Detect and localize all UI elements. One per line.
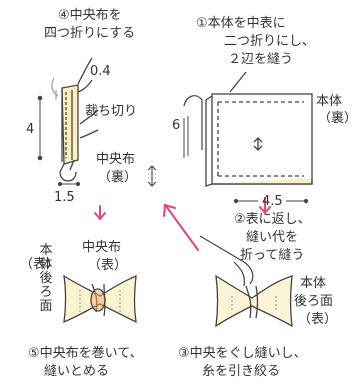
step2-line3: 折って縫う bbox=[240, 248, 305, 263]
ura-vertical-label: （裏） bbox=[318, 111, 354, 126]
omote-left-label: （表） bbox=[20, 257, 60, 272]
dimension-4 bbox=[37, 95, 43, 161]
ushiro-right-label: 後ろ面 bbox=[294, 294, 334, 309]
step3-line1: ③中央をぐし縫いし、 bbox=[178, 346, 307, 361]
bow-left-illustration bbox=[63, 274, 137, 324]
step3-line2: 糸を引き絞る bbox=[202, 364, 281, 379]
step4-line1: ④中央布を bbox=[58, 8, 122, 23]
measure-1-5: 1.5 bbox=[54, 190, 75, 205]
chuuoufu-omote-label: 中央布 bbox=[82, 240, 122, 255]
honntai-label: 本体 bbox=[316, 94, 343, 109]
dimension-4-5 bbox=[233, 198, 309, 204]
measure-4: 4 bbox=[26, 122, 35, 137]
measure-4-5: 4.5 bbox=[262, 194, 283, 209]
needle-thread-icon bbox=[199, 235, 254, 287]
updown-arrow bbox=[147, 165, 157, 187]
step2-line2: 縫い代を bbox=[246, 230, 299, 245]
omote-right-label: （表） bbox=[298, 312, 338, 327]
step5-line2: 縫いとめる bbox=[44, 364, 110, 379]
chuuoufu-ura-label: 中央布 bbox=[96, 152, 136, 167]
body-piece-illustration bbox=[205, 71, 313, 187]
dimension-1-5 bbox=[57, 181, 81, 187]
step1-line2: 二つ折りにし、 bbox=[224, 34, 316, 49]
honntai-right-label: 本体 bbox=[300, 276, 327, 291]
measure-0-4: 0.4 bbox=[90, 64, 111, 79]
bow-right-illustration bbox=[215, 274, 293, 328]
ura-inline-label: （裏） bbox=[98, 170, 138, 185]
step1-line3: ２辺を縫う bbox=[228, 52, 294, 67]
step5-line1: ⑤中央布を巻いて、 bbox=[28, 346, 143, 361]
step2-line1: ②表に返し、 bbox=[234, 212, 311, 227]
needle-icon bbox=[183, 95, 203, 156]
honntai-ushiro-left-label: 本体後ろ面 bbox=[39, 243, 53, 314]
step-arrows bbox=[94, 197, 271, 251]
folded-center-fabric-illustration bbox=[51, 57, 99, 182]
step4-line2: 四つ折りにする bbox=[44, 26, 136, 41]
measure-6: 6 bbox=[172, 118, 181, 133]
step1-line1: ①本体を中表に bbox=[196, 16, 286, 31]
tachikiri-label: 裁ち切り bbox=[85, 104, 138, 119]
omote-paren-label: （表） bbox=[88, 258, 128, 273]
